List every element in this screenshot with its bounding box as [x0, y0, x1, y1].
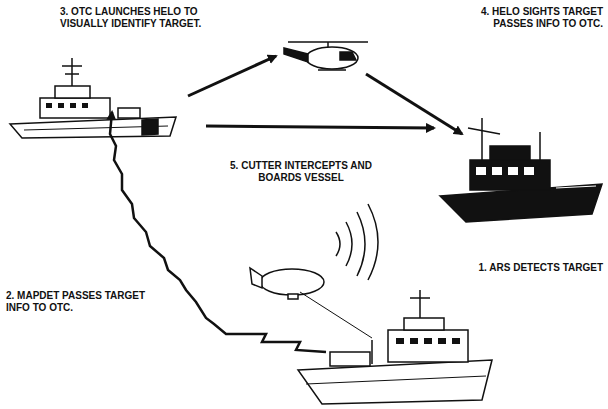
support-ship-part — [371, 340, 373, 364]
support-ship-part — [419, 290, 421, 318]
aerostat-blimp — [250, 268, 372, 338]
radar-waves-part — [346, 222, 352, 266]
step-caption: 5. CUTTER INTERCEPTS AND BOARDS VESSEL — [226, 160, 376, 184]
cutter-ship-part — [62, 65, 82, 67]
cutter-ship-part — [40, 98, 110, 118]
support-ship-part — [424, 338, 432, 344]
cutter-ship-part — [65, 73, 79, 75]
step-caption: 3. OTC LAUNCHES HELO TO VISUALLY IDENTIF… — [60, 6, 238, 30]
cutter-ship-part — [118, 108, 140, 118]
flow-arrow-part — [206, 126, 434, 128]
support-ship-part — [298, 360, 492, 404]
radio-link-part — [110, 112, 326, 352]
target-vessel-part — [539, 132, 541, 160]
cutter-ship-part — [24, 126, 168, 130]
helicopter-part — [318, 69, 346, 71]
target-vessel-part — [481, 118, 483, 160]
radio-link — [110, 112, 326, 352]
helicopter — [284, 42, 368, 70]
helicopter-part — [284, 48, 308, 62]
support-ship-part — [388, 330, 468, 362]
cutter-ship-part — [10, 117, 176, 138]
support-ship-part — [410, 338, 418, 344]
cutter-ship-part — [55, 86, 90, 98]
support-ship-part — [396, 338, 404, 344]
target-vessel-part — [476, 167, 486, 175]
flow-arrow — [188, 56, 462, 134]
aerostat-blimp-part — [260, 269, 324, 295]
target-vessel-part — [508, 167, 518, 175]
target-vessel-part — [490, 146, 530, 160]
support-ship-part — [410, 297, 430, 299]
aerostat-blimp-part — [300, 292, 372, 338]
target-vessel-part — [524, 167, 534, 175]
flow-arrow-part — [188, 56, 276, 96]
cutter-ship-part — [82, 103, 88, 108]
radar-waves — [336, 204, 378, 280]
step-caption: 1. ARS DETECTS TARGET — [453, 262, 603, 274]
target-vessel-part — [492, 167, 502, 175]
support-ship-part — [330, 352, 370, 366]
aerostat-blimp-part — [250, 268, 262, 288]
cutter-ship — [10, 58, 176, 138]
support-ship — [298, 290, 492, 404]
target-vessel-part — [556, 186, 596, 188]
step-caption: 2. MAPDET PASSES TARGET INFO TO OTC. — [6, 290, 168, 314]
target-vessel — [440, 118, 602, 222]
support-ship-part — [438, 338, 446, 344]
aerostat-blimp-part — [288, 294, 298, 299]
cutter-ship-part — [46, 103, 52, 108]
target-vessel-part — [468, 128, 500, 134]
flow-arrow-part — [366, 74, 462, 134]
helicopter-part — [340, 52, 356, 60]
radar-waves-part — [368, 204, 378, 280]
support-ship-part — [404, 318, 444, 330]
support-ship-part — [452, 338, 460, 344]
target-vessel-part — [470, 160, 550, 190]
helicopter-part — [306, 47, 358, 69]
cutter-ship-part — [70, 103, 76, 108]
cutter-ship-part — [71, 58, 73, 86]
radar-waves-part — [336, 232, 340, 256]
cutter-ship-part — [58, 103, 64, 108]
support-ship-part — [306, 376, 486, 384]
step-caption: 4. HELO SIGHTS TARGET PASSES INFO TO OTC… — [453, 6, 603, 30]
radar-waves-part — [357, 212, 365, 276]
